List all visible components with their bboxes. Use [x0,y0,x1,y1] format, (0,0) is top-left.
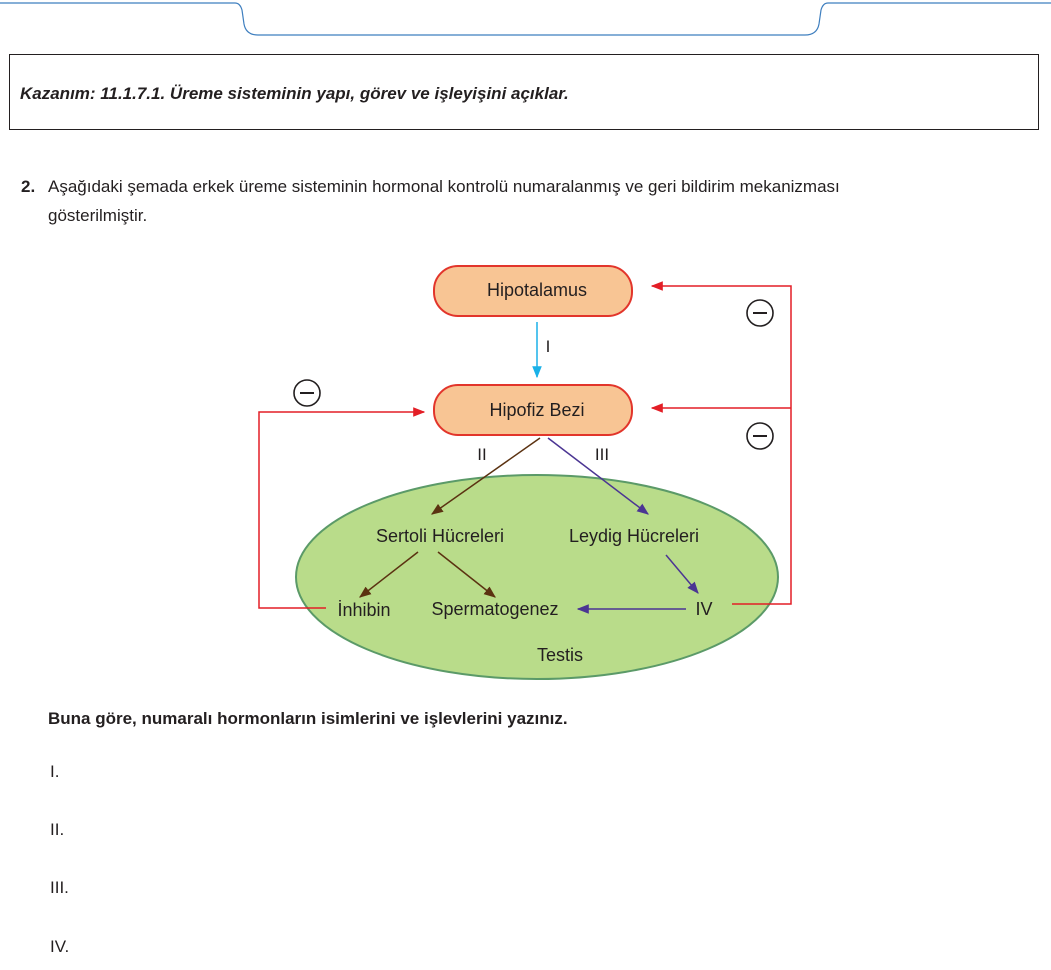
negative-sign-icon [746,299,774,327]
negative-sign-icon [293,379,321,407]
answer-label-1: I. [50,762,60,781]
testis-ellipse [295,474,779,680]
hipotalamus-box [433,265,633,317]
inhibin-label: İnhibin [337,600,390,620]
sertoli-label: Sertoli Hücreleri [376,526,504,546]
feedback-inhibin-hipofiz [258,407,426,609]
hormone-4-label: IV [695,599,712,619]
hipotalamus-label: Hipotalamus [487,280,587,300]
spermatogenez-label: Spermatogenez [431,599,558,619]
arrow-leydig-iv [665,554,699,594]
hipofiz-label: Hipofiz Bezi [489,400,584,420]
arrow-hormone-2 [431,437,541,515]
question-number: 2. [21,177,36,196]
kazanim-box [9,54,1039,130]
leydig-label: Leydig Hücreleri [569,526,699,546]
arrow-hormone-3 [547,437,649,515]
answer-label-3: III. [50,878,69,897]
hormonal-control-diagram: Hipotalamus Hipofiz Bezi I II III Sertol… [258,265,792,680]
question-text-line-2: gösterilmiştir. [48,206,148,225]
arrow-sertoli-spermatogenez [437,551,496,598]
arrow-sertoli-inhibin [359,551,419,598]
hormone-1-label: I [546,337,551,356]
hormone-3-label: III [595,445,609,464]
answer-label-2: II. [50,820,65,839]
testis-label: Testis [537,645,583,665]
hormone-2-label: II [477,445,486,464]
answer-label-4: IV. [50,937,70,956]
kazanim-text: Kazanım: 11.1.7.1. Üreme sisteminin yapı… [20,84,569,103]
question-prompt: Buna göre, numaralı hormonların isimleri… [48,709,568,728]
header-tab [0,2,1051,36]
question-text-line-1: Aşağıdaki şemada erkek üreme sisteminin … [48,177,840,196]
feedback-iv-hipotalamus [650,281,792,605]
hipofiz-box [433,384,633,436]
negative-sign-icon [746,422,774,450]
